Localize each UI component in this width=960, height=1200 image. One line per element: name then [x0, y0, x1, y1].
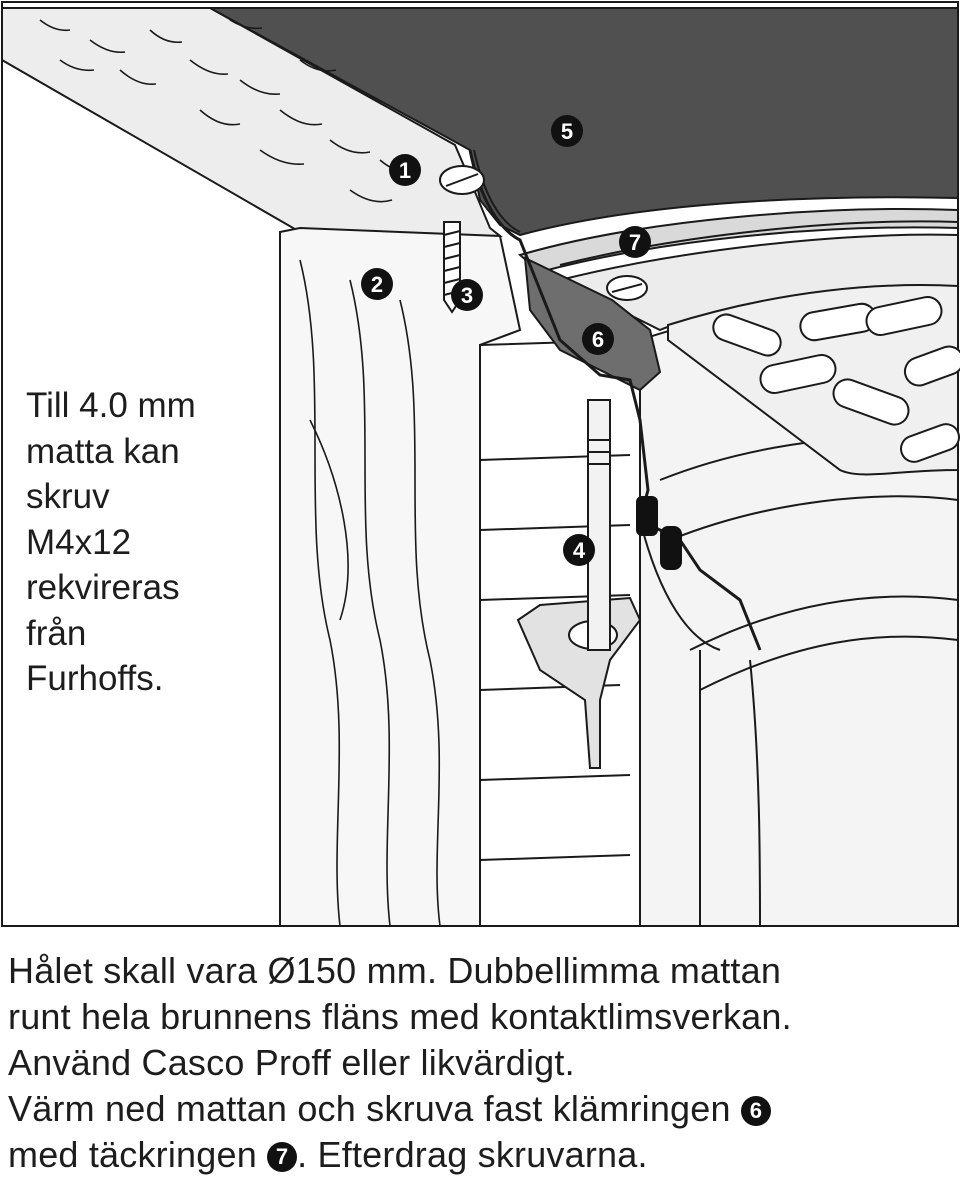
callout-2-label: 2 [371, 272, 383, 297]
clamp-bolt [587, 399, 611, 651]
callout-4-label: 4 [573, 538, 586, 563]
installation-diagram: 1 2 3 4 5 6 7 Till 4.0 mm matta kan skru… [1, 1, 960, 927]
instruction-line-3: Använd Casco Proff eller likvärdigt. [8, 1042, 575, 1083]
callout-6-label: 6 [592, 327, 604, 352]
side-note: Till 4.0 mm matta kan skruv M4x12 rekvir… [26, 383, 266, 702]
instruction-line-5-prefix: med täckringen [8, 1134, 257, 1175]
callout-3-label: 3 [461, 283, 473, 308]
callout-7-label: 7 [629, 230, 641, 255]
inline-callout-7: 7 [267, 1142, 298, 1172]
wood-grain-top [39, 19, 411, 203]
floor-mat [209, 7, 959, 237]
instruction-line-1: Hålet skall vara Ø150 mm. Dubbellimma ma… [8, 950, 782, 991]
callout-7: 7 [619, 226, 651, 258]
grating-slots [712, 296, 960, 463]
callout-5: 5 [551, 115, 583, 147]
callout-1-label: 1 [399, 158, 411, 183]
side-note-line: skruv [26, 477, 110, 516]
wood-grain-wall [299, 259, 441, 927]
cover-ring-edge [559, 220, 959, 266]
callout-4: 4 [563, 534, 595, 566]
side-note-line: rekvireras [26, 568, 180, 607]
callout-6: 6 [582, 323, 614, 355]
seal-block-left [636, 496, 658, 536]
callout-1: 1 [389, 154, 421, 186]
instruction-line-2: runt hela brunnens fläns med kontaktlims… [8, 996, 792, 1037]
instruction-line-5: med täckringen 7. Efterdrag skruvarna. [8, 1132, 958, 1178]
callout-5-label: 5 [561, 119, 573, 144]
callout-2: 2 [361, 268, 393, 300]
cross-section-drawing: 1 2 3 4 5 6 7 [1, 1, 960, 927]
instruction-line-4-text: Värm ned mattan och skruva fast klämring… [8, 1088, 731, 1129]
side-note-line: Furhoffs. [26, 659, 164, 698]
cover-ring-screw-slot [611, 283, 643, 293]
side-note-line: Till 4.0 mm [26, 386, 196, 425]
installation-instructions: Hålet skall vara Ø150 mm. Dubbellimma ma… [8, 948, 958, 1178]
callout-3: 3 [451, 279, 483, 311]
drain-flange [517, 208, 959, 274]
wood-board-top [1, 7, 503, 238]
side-note-line: från [26, 613, 87, 653]
instruction-line-4: Värm ned mattan och skruva fast klämring… [8, 1086, 958, 1132]
seal-block-right [660, 526, 682, 570]
side-note-line: M4x12 [26, 522, 132, 562]
instruction-line-5-suffix: . Efterdrag skruvarna. [297, 1134, 648, 1175]
inline-callout-6: 6 [740, 1096, 771, 1126]
side-note-line: matta kan [26, 431, 180, 471]
